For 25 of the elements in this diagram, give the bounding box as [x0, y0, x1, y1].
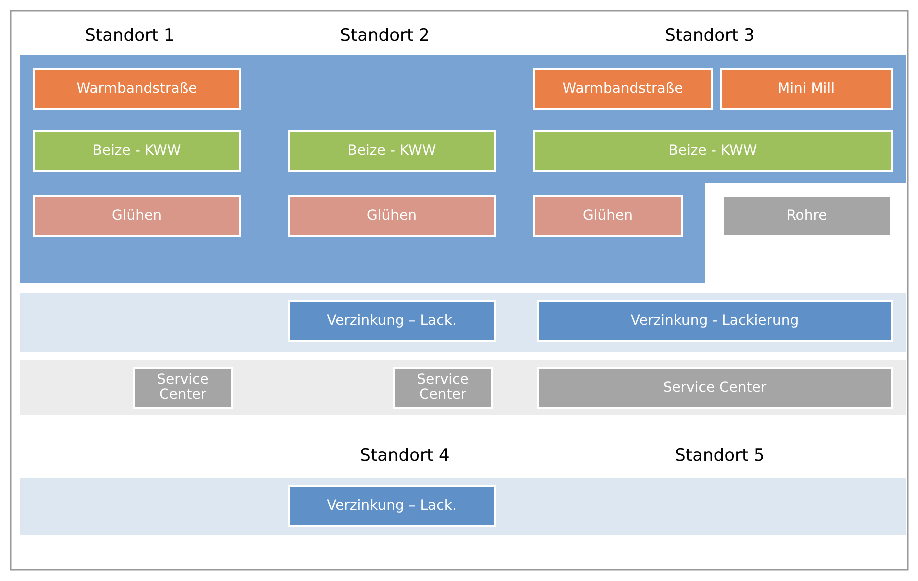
process-box: Service Center [133, 367, 233, 409]
process-box: Service Center [537, 367, 893, 409]
process-box: Verzinkung - Lackierung [537, 300, 893, 342]
band-background [20, 360, 906, 415]
process-box: Rohre [722, 195, 892, 237]
site-heading: Standort 5 [675, 446, 765, 466]
process-box: Beize - KWW [288, 130, 496, 172]
band-background [20, 293, 906, 352]
region-background [20, 55, 906, 283]
site-heading: Standort 3 [665, 26, 755, 46]
process-box: Verzinkung – Lack. [288, 300, 496, 342]
process-box: Service Center [393, 367, 493, 409]
site-heading: Standort 2 [340, 26, 430, 46]
process-box: Glühen [533, 195, 683, 237]
process-box: Glühen [288, 195, 496, 237]
site-heading: Standort 1 [85, 26, 175, 46]
process-box: Beize - KWW [533, 130, 893, 172]
process-box: Mini Mill [720, 68, 893, 110]
process-box: Verzinkung – Lack. [288, 485, 496, 527]
process-box: Glühen [33, 195, 241, 237]
process-box: Beize - KWW [33, 130, 241, 172]
process-box: Warmbandstraße [33, 68, 241, 110]
band-background [20, 478, 906, 535]
process-box: Warmbandstraße [533, 68, 713, 110]
site-heading: Standort 4 [360, 446, 450, 466]
